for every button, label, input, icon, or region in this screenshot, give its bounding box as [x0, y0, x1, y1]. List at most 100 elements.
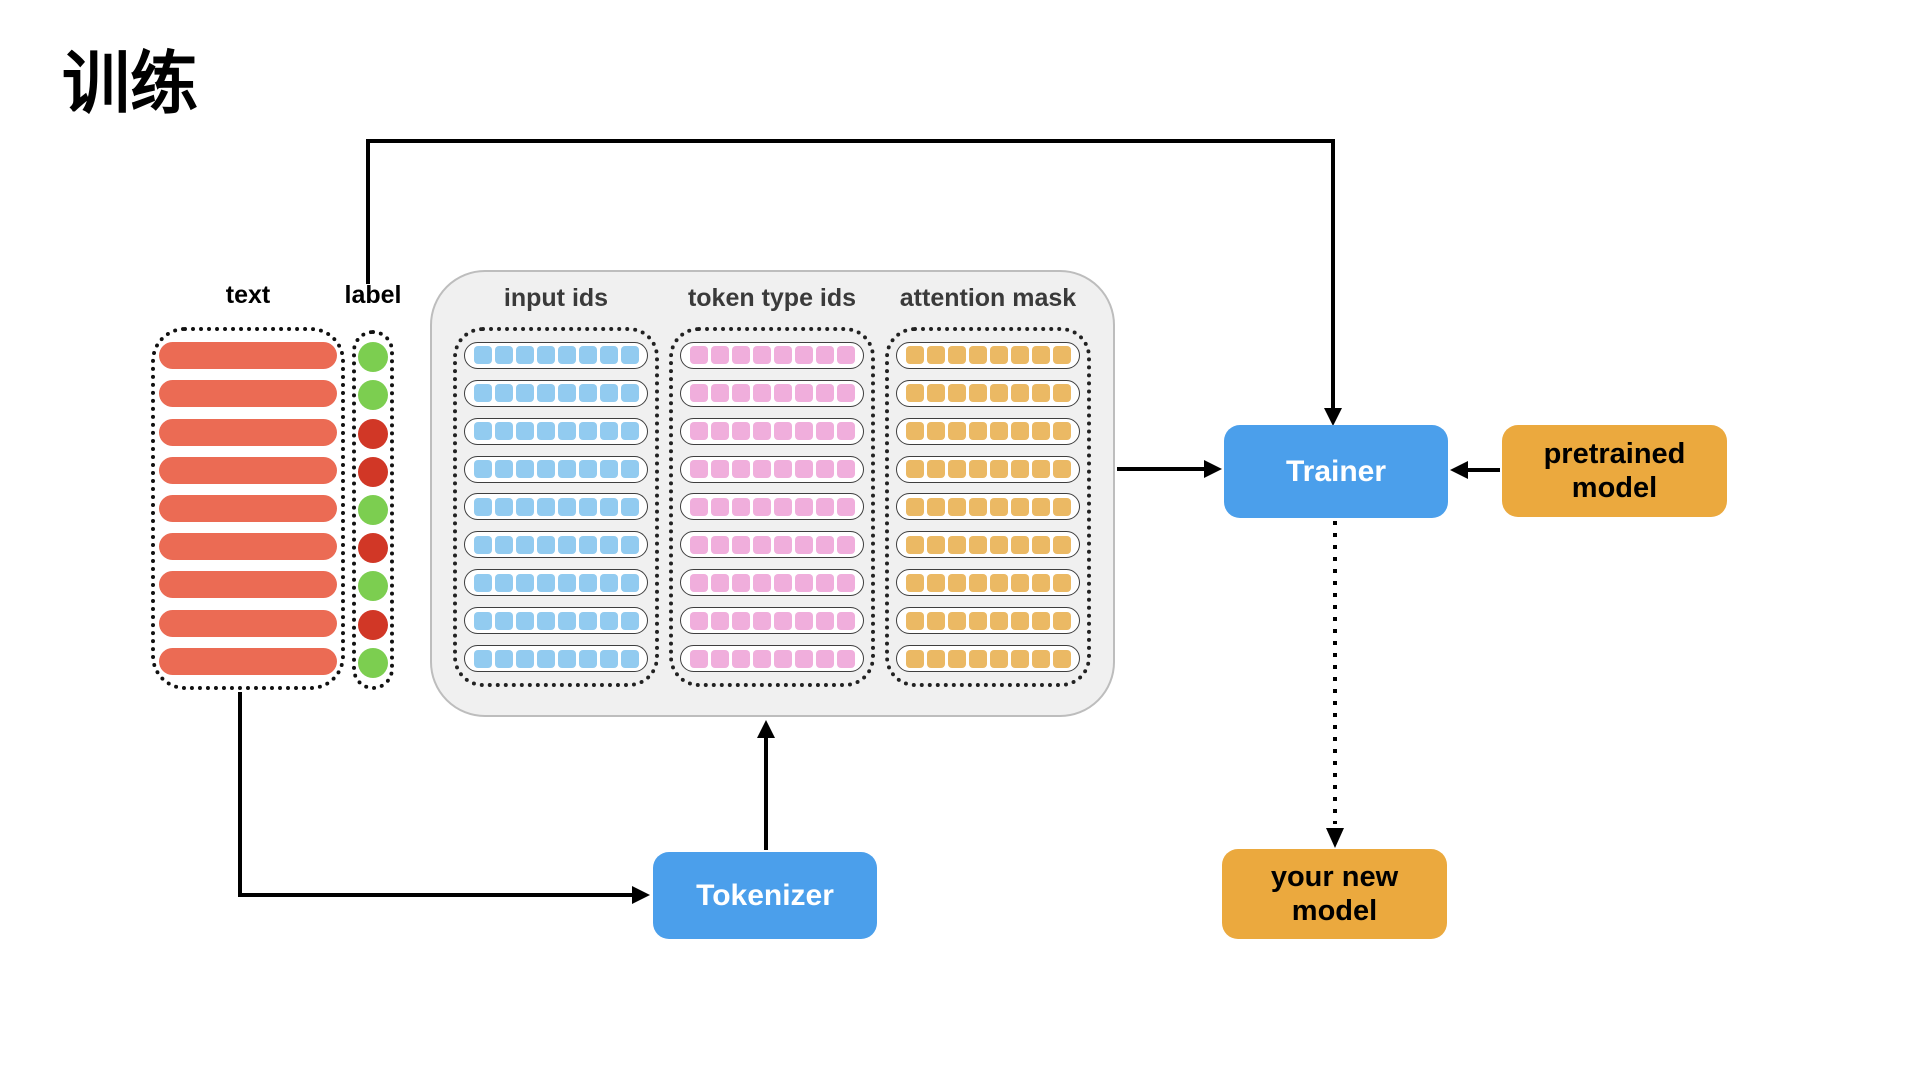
input-ids-row — [464, 417, 648, 445]
attention-mask-cell — [947, 346, 966, 365]
token-type-ids-cell — [794, 497, 813, 516]
token-type-ids-cell — [836, 497, 855, 516]
input-ids-cell — [599, 422, 618, 441]
attention-mask-cell — [947, 460, 966, 479]
attention-mask-cell — [1010, 573, 1029, 592]
input-ids-cell — [599, 346, 618, 365]
input-ids-row — [464, 493, 648, 521]
input-ids-cell — [599, 611, 618, 630]
attention-mask-cell — [926, 384, 945, 403]
token-type-ids-row — [680, 569, 864, 597]
token-type-ids-cell — [752, 422, 771, 441]
attention-mask-cell — [905, 573, 924, 592]
attention-mask-cell — [1052, 460, 1071, 479]
attention-mask-cell — [1010, 460, 1029, 479]
token-type-ids-cell — [731, 384, 750, 403]
label-dot-green — [358, 380, 388, 411]
token-type-ids-cell — [752, 649, 771, 668]
attention-mask-cell — [968, 346, 987, 365]
attention-mask-cell — [926, 422, 945, 441]
input-ids-cell — [620, 573, 639, 592]
attention-mask-cell — [1010, 497, 1029, 516]
token-type-ids-cell — [752, 346, 771, 365]
attention-mask-header: attention mask — [899, 284, 1077, 312]
input-ids-cell — [473, 611, 492, 630]
input-ids-header: input ids — [503, 284, 609, 312]
input-ids-cell — [620, 384, 639, 403]
text-bar — [159, 342, 337, 370]
input-ids-cell — [473, 497, 492, 516]
token-type-ids-cell — [773, 422, 792, 441]
input-ids-cell — [557, 535, 576, 554]
token-type-ids-cell — [731, 573, 750, 592]
input-ids-row — [464, 569, 648, 597]
attention-mask-cell — [1052, 611, 1071, 630]
attention-mask-cell — [1010, 422, 1029, 441]
token-type-ids-cell — [731, 535, 750, 554]
input-ids-cell — [494, 346, 513, 365]
token-type-ids-cell — [710, 611, 729, 630]
attention-mask-cell — [1031, 649, 1050, 668]
token-type-ids-cell — [689, 611, 708, 630]
attention-mask-cell — [968, 384, 987, 403]
input-ids-cell — [536, 384, 555, 403]
token-type-ids-cell — [731, 460, 750, 479]
attention-mask-cell — [947, 422, 966, 441]
input-ids-row — [464, 341, 648, 369]
input-ids-cell — [620, 497, 639, 516]
text-bar — [159, 609, 337, 637]
attention-mask-cell — [1031, 384, 1050, 403]
token-type-ids-cell — [815, 460, 834, 479]
token-type-ids-cell — [836, 384, 855, 403]
input-ids-cell — [578, 611, 597, 630]
arrow-pretrained-to-trainer — [1450, 461, 1500, 479]
input-ids-cell — [536, 497, 555, 516]
token-type-ids-cell — [689, 460, 708, 479]
attention-mask-cell — [968, 611, 987, 630]
input-ids-cell — [515, 573, 534, 592]
attention-mask-cell — [968, 497, 987, 516]
text-bar — [159, 380, 337, 408]
attention-mask-row — [896, 607, 1080, 635]
attention-mask-cell — [926, 535, 945, 554]
attention-mask-cell — [989, 573, 1008, 592]
token-type-ids-cell — [836, 460, 855, 479]
input-ids-cell — [473, 649, 492, 668]
input-ids-row — [464, 379, 648, 407]
token-type-ids-cell — [773, 460, 792, 479]
label-dot-red — [358, 533, 388, 564]
attention-mask-cell — [905, 346, 924, 365]
attention-mask-row — [896, 417, 1080, 445]
attention-mask-cell — [1052, 384, 1071, 403]
input-ids-row — [464, 455, 648, 483]
input-ids-cell — [599, 573, 618, 592]
attention-mask-cell — [905, 649, 924, 668]
token-type-ids-row — [680, 379, 864, 407]
token-type-ids-cell — [752, 460, 771, 479]
token-type-ids-cell — [815, 422, 834, 441]
input-ids-cell — [578, 573, 597, 592]
input-ids-cell — [515, 384, 534, 403]
attention-mask-cell — [947, 497, 966, 516]
tokenizer-node: Tokenizer — [653, 852, 877, 939]
input-ids-cell — [494, 384, 513, 403]
input-ids-cell — [536, 611, 555, 630]
input-ids-cell — [473, 535, 492, 554]
attention-mask-cell — [1052, 649, 1071, 668]
token-type-ids-cell — [836, 649, 855, 668]
input-ids-cell — [515, 422, 534, 441]
token-type-ids-cell — [815, 573, 834, 592]
input-ids-cell — [494, 573, 513, 592]
input-ids-cell — [557, 384, 576, 403]
input-ids-cell — [578, 384, 597, 403]
input-ids-cell — [578, 422, 597, 441]
attention-mask-cell — [947, 573, 966, 592]
attention-mask-cell — [1031, 535, 1050, 554]
input-ids-row — [464, 607, 648, 635]
input-ids-cell — [494, 535, 513, 554]
token-type-ids-cell — [752, 535, 771, 554]
input-ids-cell — [473, 384, 492, 403]
attention-mask-cell — [1052, 346, 1071, 365]
input-ids-row — [464, 645, 648, 673]
